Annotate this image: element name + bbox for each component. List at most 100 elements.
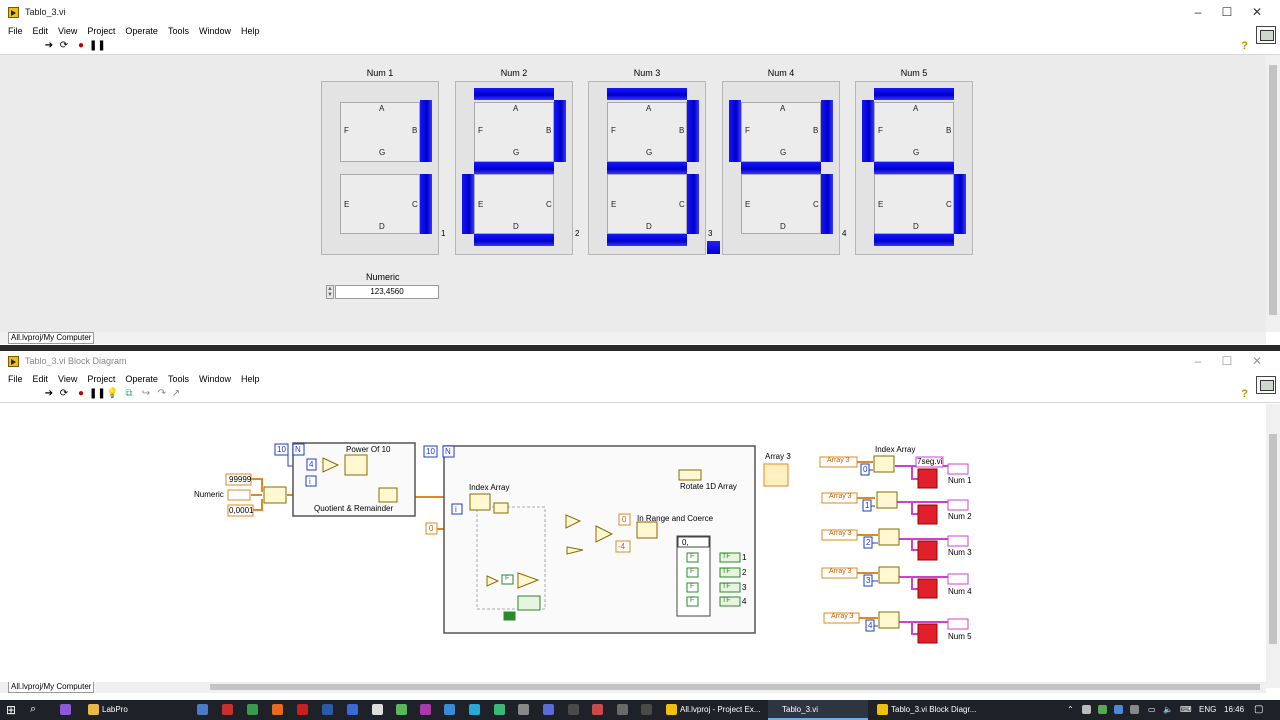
discord-icon[interactable] bbox=[543, 704, 554, 715]
volume-icon[interactable]: 🔈 bbox=[1163, 705, 1173, 714]
scroll-thumb[interactable] bbox=[1269, 434, 1277, 644]
numeric-control[interactable]: 123,4560 bbox=[335, 285, 439, 299]
menu-help[interactable]: Help bbox=[240, 26, 260, 36]
menu-help[interactable]: Help bbox=[240, 374, 260, 384]
app-icon[interactable] bbox=[617, 704, 628, 715]
abort-icon[interactable]: ● bbox=[77, 388, 85, 399]
task-tablo3-block-diagram[interactable]: Tablo_3.vi Block Diagr... bbox=[891, 705, 977, 714]
app-icon[interactable] bbox=[396, 704, 407, 715]
chrome-icon[interactable] bbox=[247, 704, 258, 715]
array3-ref-1[interactable]: Array 3 bbox=[827, 457, 850, 464]
vi-connector-icon[interactable] bbox=[1256, 376, 1276, 394]
step-into-icon[interactable]: ↪ bbox=[141, 388, 151, 399]
app-icon[interactable] bbox=[568, 704, 579, 715]
app-icon[interactable] bbox=[518, 704, 529, 715]
scroll-thumb[interactable] bbox=[1269, 65, 1277, 315]
vs-icon[interactable] bbox=[322, 704, 333, 715]
menu-file[interactable]: File bbox=[8, 26, 23, 36]
subtract-node[interactable] bbox=[565, 514, 582, 529]
front-panel-vertical-scrollbar[interactable] bbox=[1266, 55, 1280, 332]
array3-ref-4[interactable]: Array 3 bbox=[829, 568, 852, 575]
labview-icon[interactable] bbox=[666, 704, 677, 715]
run-arrow-icon[interactable]: ➔ bbox=[44, 40, 54, 51]
language-indicator[interactable]: ENG bbox=[1199, 705, 1217, 714]
close-button[interactable]: ✕ bbox=[1251, 354, 1263, 368]
app-icon[interactable] bbox=[347, 704, 358, 715]
tray-icon[interactable] bbox=[1098, 705, 1107, 714]
network-icon[interactable]: ▭ bbox=[1148, 705, 1156, 714]
menu-operate[interactable]: Operate bbox=[125, 26, 158, 36]
highlight-execution-icon[interactable]: 💡 bbox=[106, 388, 119, 399]
compare-node[interactable] bbox=[595, 525, 614, 543]
firefox-icon[interactable] bbox=[272, 704, 283, 715]
run-arrow-icon[interactable]: ➔ bbox=[44, 388, 54, 399]
array3-ref-3[interactable]: Array 3 bbox=[829, 530, 852, 537]
front-panel-horizontal-scrollbar[interactable] bbox=[0, 332, 1266, 344]
block-diagram-vertical-scrollbar[interactable] bbox=[1266, 404, 1280, 688]
app-icon[interactable] bbox=[444, 704, 455, 715]
tray-icon[interactable] bbox=[1082, 705, 1091, 714]
scroll-thumb[interactable] bbox=[210, 684, 1260, 690]
abort-icon[interactable]: ● bbox=[77, 40, 85, 51]
index-array-node[interactable] bbox=[469, 493, 491, 511]
pause-icon[interactable]: ❚❚ bbox=[89, 40, 106, 51]
menu-file[interactable]: File bbox=[8, 374, 23, 384]
step-out-icon[interactable]: ↗ bbox=[171, 388, 181, 399]
app-icon[interactable] bbox=[372, 704, 383, 715]
minimize-button[interactable]: – bbox=[1194, 5, 1202, 19]
menu-edit[interactable]: Edit bbox=[32, 26, 49, 36]
folder-icon[interactable] bbox=[88, 704, 99, 715]
menu-tools[interactable]: Tools bbox=[167, 26, 189, 36]
menu-edit[interactable]: Edit bbox=[32, 374, 49, 384]
menu-window[interactable]: Window bbox=[198, 374, 231, 384]
and-node[interactable] bbox=[566, 546, 584, 555]
array3-indicator[interactable] bbox=[763, 463, 789, 487]
pause-icon[interactable]: ❚❚ bbox=[89, 388, 106, 399]
rotate-1d-array-node[interactable] bbox=[678, 469, 702, 481]
menu-operate[interactable]: Operate bbox=[125, 374, 158, 384]
block-diagram-horizontal-scrollbar[interactable] bbox=[0, 681, 1266, 693]
numeric-terminal[interactable] bbox=[227, 489, 251, 501]
multiply-node[interactable] bbox=[322, 457, 340, 473]
select-node[interactable] bbox=[517, 572, 540, 589]
context-help-icon[interactable]: ? bbox=[1241, 388, 1248, 400]
task-project-explorer[interactable]: All.lvproj - Project Ex... bbox=[680, 705, 761, 714]
task-labpro[interactable]: LabPro bbox=[102, 705, 128, 714]
clock[interactable]: 16:46 bbox=[1224, 705, 1245, 714]
run-continuously-icon[interactable]: ⟳ bbox=[59, 388, 69, 399]
context-help-icon[interactable]: ? bbox=[1241, 40, 1248, 52]
windows-start-icon[interactable]: ⊞ bbox=[6, 703, 17, 717]
menu-tools[interactable]: Tools bbox=[167, 374, 189, 384]
app-icon[interactable] bbox=[641, 704, 652, 715]
app-64-icon[interactable] bbox=[297, 704, 308, 715]
shift-register-node[interactable] bbox=[517, 595, 541, 611]
block-diagram-titlebar[interactable]: Tablo_3.vi Block Diagram – ☐ ✕ bbox=[0, 351, 1280, 371]
case-selector-value[interactable]: 0, bbox=[682, 538, 689, 547]
steam-icon[interactable] bbox=[197, 704, 208, 715]
array3-ref-2[interactable]: Array 3 bbox=[829, 493, 852, 500]
quotient-remainder-node[interactable] bbox=[378, 487, 398, 503]
notifications-icon[interactable]: ▢ bbox=[1254, 704, 1264, 715]
app-icon[interactable] bbox=[494, 704, 505, 715]
menu-view[interactable]: View bbox=[58, 26, 78, 36]
retain-wire-values-icon[interactable]: ⧉ bbox=[125, 388, 133, 399]
app-icon[interactable] bbox=[592, 704, 603, 715]
search-icon[interactable]: ⌕ bbox=[30, 703, 37, 715]
tray-icon[interactable] bbox=[1114, 705, 1123, 714]
numeric-increment-decrement[interactable]: ▲▼ bbox=[326, 285, 334, 299]
labview-icon[interactable] bbox=[877, 704, 888, 715]
app-icon[interactable] bbox=[60, 704, 71, 715]
case-selector[interactable] bbox=[677, 536, 710, 548]
menu-project[interactable]: Project bbox=[87, 374, 116, 384]
power-of-10-node[interactable] bbox=[344, 454, 368, 476]
telegram-icon[interactable] bbox=[469, 704, 480, 715]
vi-connector-icon[interactable] bbox=[1256, 26, 1276, 44]
close-button[interactable]: ✕ bbox=[1251, 5, 1263, 19]
run-continuously-icon[interactable]: ⟳ bbox=[59, 40, 69, 51]
front-panel-titlebar[interactable]: Tablo_3.vi – ☐ ✕ bbox=[0, 0, 1280, 24]
minimize-button[interactable]: – bbox=[1194, 354, 1202, 368]
tray-icon[interactable] bbox=[1130, 705, 1139, 714]
maximize-button[interactable]: ☐ bbox=[1221, 354, 1233, 368]
in-range-coerce-node[interactable] bbox=[636, 521, 658, 539]
array3-ref-5[interactable]: Array 3 bbox=[831, 613, 854, 620]
